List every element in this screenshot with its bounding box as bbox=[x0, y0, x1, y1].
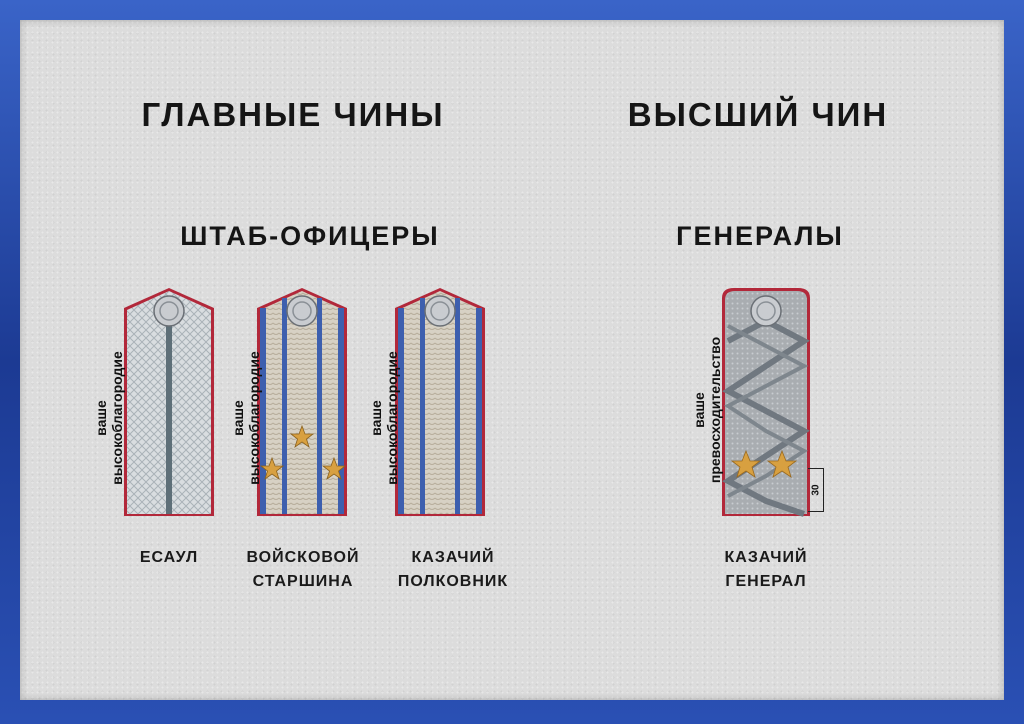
rank-label-kazachii-polkovnik: КАЗАЧИЙ ПОЛКОВНИК bbox=[397, 549, 509, 590]
address-label-voiskovoi-starshina: ваше высокоблагородие bbox=[230, 351, 262, 485]
shoulder-strap-voiskovoi-starshina bbox=[257, 288, 347, 516]
rank-label-kazachii-general: КАЗАЧИЙ ГЕНЕРАЛ bbox=[724, 549, 808, 590]
address-label-kazachii-polkovnik: ваше высокоблагородие bbox=[368, 351, 400, 485]
star-icon bbox=[321, 456, 347, 481]
address-label-kazachii-general: ваше превосходительство bbox=[691, 336, 723, 484]
shoulder-strap-esaul bbox=[124, 288, 214, 516]
address-label-esaul: ваше высокоблагородие bbox=[93, 351, 125, 485]
heading-staff-officers: ШТАБ-ОФИЦЕРЫ bbox=[180, 221, 440, 251]
star-icon bbox=[766, 449, 798, 478]
heading-main-ranks: ГЛАВНЫЕ ЧИНЫ bbox=[141, 96, 445, 133]
rank-label-voiskovoi-starshina: ВОЙСКОВОЙ СТАРШИНА bbox=[246, 549, 360, 590]
shoulder-strap-kazachii-polkovnik bbox=[395, 288, 485, 516]
star-icon bbox=[259, 456, 285, 481]
star-icon bbox=[289, 424, 315, 449]
rank-label-esaul: ЕСАУЛ bbox=[139, 549, 199, 566]
shoulder-strap-kazachii-general bbox=[722, 288, 810, 517]
star-icon bbox=[730, 449, 762, 478]
size-marker-30: 30 bbox=[808, 468, 824, 512]
heading-generals: ГЕНЕРАЛЫ bbox=[676, 221, 844, 251]
heading-highest-rank: ВЫСШИЙ ЧИН bbox=[627, 96, 889, 133]
